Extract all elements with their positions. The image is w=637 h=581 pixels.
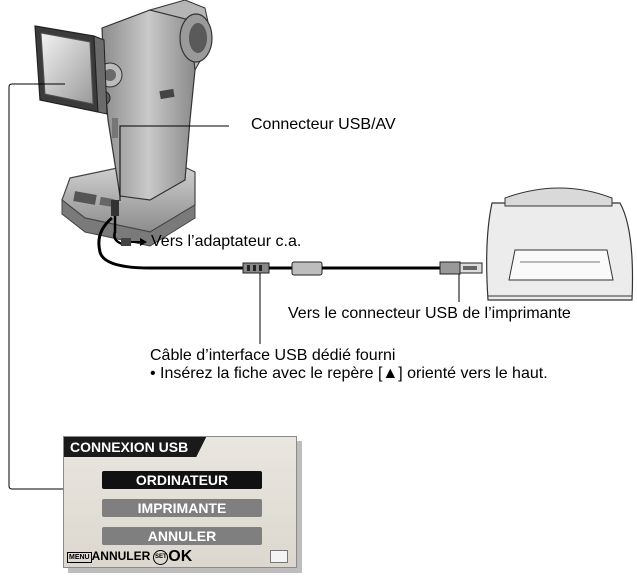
printer-usb-label: Vers le connecteur USB de l’imprimante <box>288 305 571 322</box>
menu-title: CONNEXION USB <box>64 437 206 457</box>
menu-option-ordinateur[interactable]: ORDINATEUR <box>102 471 262 489</box>
memory-card-icon <box>270 550 288 563</box>
connector-av-label: Connecteur USB/AV <box>251 116 396 133</box>
footer-cancel: ANNULER <box>91 549 151 564</box>
ac-adapter-label: Vers l’adaptateur c.a. <box>151 233 302 250</box>
set-key-icon: SET <box>153 549 169 565</box>
menu-option-imprimante[interactable]: IMPRIMANTE <box>102 499 262 517</box>
printer <box>486 187 634 301</box>
footer-ok: OK <box>168 548 193 565</box>
menu-key-icon: MENU <box>67 551 92 563</box>
camcorder-lcd-screen <box>34 25 108 115</box>
usb-connection-menu: CONNEXION USB ORDINATEUR IMPRIMANTE ANNU… <box>63 436 297 568</box>
insert-note-label: • Insérez la fiche avec le repère [▲] or… <box>150 365 548 382</box>
camcorder <box>95 0 213 201</box>
usb-cable <box>97 216 483 276</box>
cable-label: Câble d’interface USB dédié fourni <box>150 347 396 364</box>
menu-option-annuler[interactable]: ANNULER <box>102 527 262 545</box>
screen-to-menu-line <box>8 83 66 490</box>
av-cable <box>111 200 147 246</box>
connector-leader-line <box>119 125 229 201</box>
